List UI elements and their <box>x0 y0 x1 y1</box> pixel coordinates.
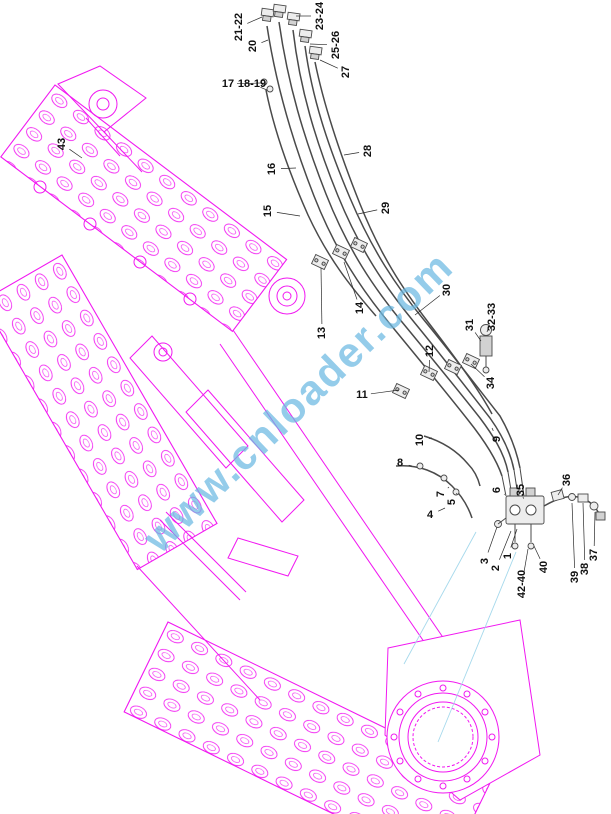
callout-43: 43 <box>56 138 68 150</box>
callout-leader-29 <box>357 209 378 215</box>
callout-17: 17 <box>222 78 234 90</box>
callout-leader-10 <box>428 437 433 439</box>
left-track-band <box>0 254 218 571</box>
callout-leader-12 <box>428 359 430 373</box>
callout-leader-35 <box>522 496 524 499</box>
callout-leader-14 <box>343 261 358 300</box>
callout-23-24: 23-24 <box>314 1 326 30</box>
callout-34: 34 <box>485 376 497 389</box>
callout-leader-21-22 <box>247 16 263 24</box>
callout-leader-17 <box>236 82 262 85</box>
callout-10: 10 <box>414 434 426 446</box>
right-branch <box>543 489 606 521</box>
callout-3: 3 <box>479 558 491 564</box>
callout-leader-42-40 <box>523 548 529 576</box>
callout-7: 7 <box>435 491 447 497</box>
callout-21-22: 21-22 <box>233 13 245 41</box>
callout-18-19: 18-19 <box>238 78 266 90</box>
tube-b <box>304 45 521 469</box>
callout-2: 2 <box>490 565 502 571</box>
sprocket-assembly <box>268 277 306 315</box>
callout-leader-8 <box>408 464 413 467</box>
tube-15 <box>278 21 509 473</box>
callout-leader-25-26 <box>309 43 328 46</box>
callout-leader-2 <box>499 530 512 560</box>
callout-39: 39 <box>569 571 581 583</box>
callout-leader-32-33 <box>486 325 490 333</box>
callout-leader-38 <box>582 502 586 561</box>
callout-leader-27 <box>319 59 338 69</box>
callout-32-33: 32-33 <box>486 303 498 331</box>
callout-1: 1 <box>502 553 514 559</box>
callout-leader-28 <box>343 152 360 156</box>
callout-13: 13 <box>316 327 328 339</box>
callout-20: 20 <box>247 40 259 52</box>
upper-track-band <box>0 84 288 333</box>
callout-15: 15 <box>262 205 274 217</box>
callout-leader-39 <box>571 502 575 569</box>
callout-leader-3 <box>487 526 498 553</box>
hose-10 <box>423 435 481 487</box>
callout-leader-31 <box>474 332 482 342</box>
callout-12: 12 <box>424 345 436 357</box>
track-rollers <box>33 180 197 306</box>
callout-5: 5 <box>446 499 458 505</box>
callout-38: 38 <box>579 563 591 575</box>
callout-36: 36 <box>561 474 573 486</box>
bottom-track-band <box>123 621 493 814</box>
swing-bearing <box>384 619 541 801</box>
hydraulic-pipes <box>260 3 606 550</box>
callout-leader-15 <box>276 212 301 217</box>
callout-leader-5 <box>456 492 458 495</box>
tube-28-29 <box>314 61 493 415</box>
callout-9: 9 <box>491 436 503 442</box>
center-frame <box>129 329 456 701</box>
callout-leader-43 <box>69 148 83 159</box>
callout-30: 30 <box>441 284 453 296</box>
track-frame-drawing <box>0 65 541 814</box>
callout-11: 11 <box>356 389 368 401</box>
location-leader-lines <box>403 531 517 743</box>
callout-37: 37 <box>588 549 600 561</box>
idler-assembly <box>57 65 147 173</box>
callout-leader-6 <box>503 493 505 495</box>
callout-leader-37 <box>593 511 596 547</box>
tube-16 <box>266 25 503 477</box>
callout-leader-30 <box>414 295 441 316</box>
callout-25-26: 25-26 <box>330 31 342 59</box>
pipe-clamps-upper <box>311 237 368 270</box>
callout-27: 27 <box>340 66 352 78</box>
callout-leader-20 <box>261 39 269 44</box>
tube-end-fittings <box>260 3 323 93</box>
callout-35: 35 <box>515 484 527 496</box>
callout-leader-18-19 <box>260 86 268 91</box>
callout-16: 16 <box>266 163 278 175</box>
callout-29: 29 <box>380 202 392 214</box>
callout-leader-1 <box>510 528 518 548</box>
tube-a <box>292 29 515 471</box>
callout-leader-9 <box>491 427 494 431</box>
callout-40: 40 <box>538 561 550 573</box>
callout-leader-36 <box>557 487 563 496</box>
callout-31: 31 <box>464 319 476 331</box>
callout-4: 4 <box>427 509 434 521</box>
callout-leader-34 <box>470 363 485 378</box>
callout-14: 14 <box>354 301 366 314</box>
callout-leader-16 <box>280 167 297 169</box>
callout-leader-7 <box>447 486 450 489</box>
hose-8 <box>395 464 473 519</box>
callout-leader-11 <box>370 389 400 395</box>
callout-42-40: 42-40 <box>516 570 528 598</box>
valve-block <box>494 487 545 550</box>
pipe-clamps-lower <box>392 353 480 399</box>
callout-8: 8 <box>397 457 403 469</box>
callout-leader-13 <box>320 267 323 325</box>
callout-6: 6 <box>491 487 503 493</box>
callout-leader-4 <box>438 507 446 512</box>
callout-28: 28 <box>362 145 374 157</box>
callout-leader-40 <box>533 545 541 560</box>
